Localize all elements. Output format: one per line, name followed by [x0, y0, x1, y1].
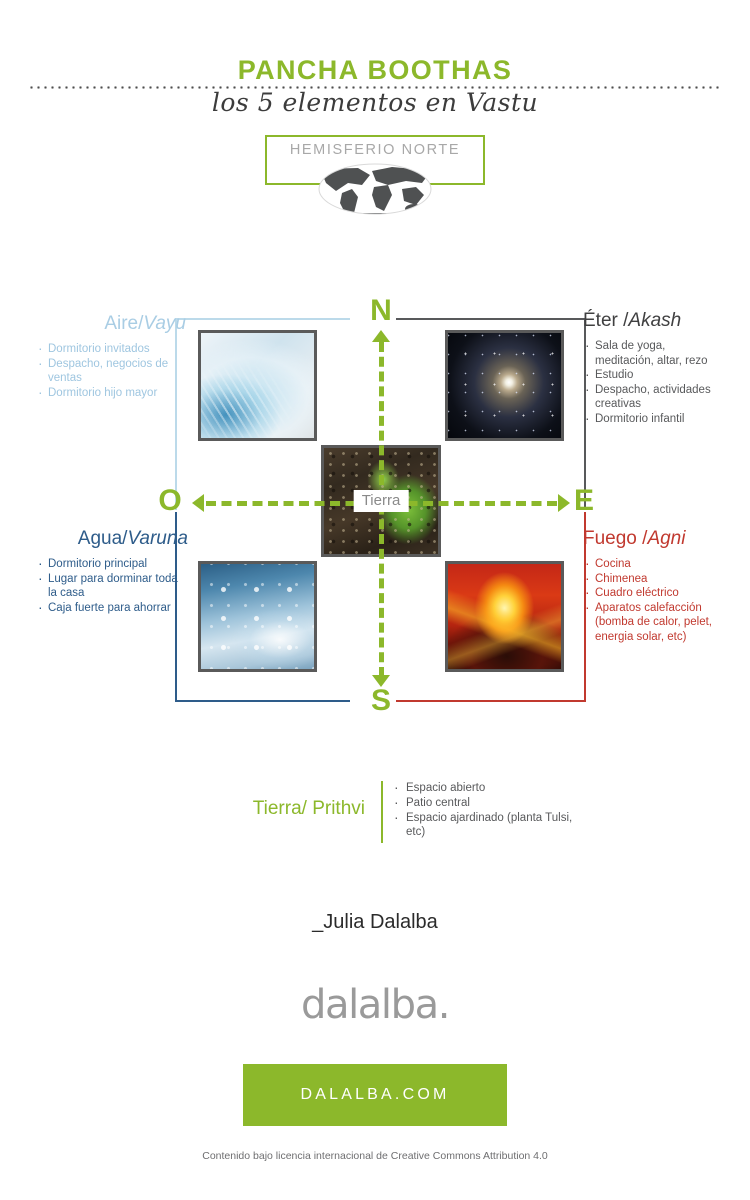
page-subtitle: los 5 elementos en Vastu [211, 88, 539, 117]
compass-axis-horizontal-west [206, 501, 371, 506]
website-button-label: DALALBA.COM [300, 1086, 450, 1103]
eter-title-main: Éter / [583, 310, 629, 331]
grid-cell-northwest-air [198, 330, 318, 442]
list-item: Dormitorio invitados [36, 341, 186, 357]
element-list-tierra: Espacio abierto Patio central Espacio aj… [392, 780, 592, 841]
element-list-fuego: Cocina Chimenea Cuadro eléctrico Aparato… [583, 556, 725, 645]
agua-title-main: Agua/ [77, 528, 128, 549]
water-image [201, 563, 315, 669]
fuego-bracket-bottom [396, 700, 586, 702]
compass-label-east: E [573, 484, 594, 517]
aire-bracket-side [175, 318, 177, 510]
list-item: Cocina [583, 556, 725, 572]
compass-arrow-north [372, 330, 390, 342]
element-title-fuego: Fuego /Agni [583, 528, 725, 550]
list-item: Sala de yoga, meditación, altar, rezo [583, 338, 723, 368]
compass-arrow-east [558, 494, 570, 512]
list-item: Cuadro eléctrico [583, 585, 725, 601]
list-item: Lugar para dorminar toda la casa [36, 571, 188, 601]
list-item: Despacho, negocios de ventas [36, 356, 186, 386]
compass-label-south: S [370, 684, 391, 717]
compass-label-north: N [370, 294, 392, 327]
page-title: PANCHA BOOTHAS [237, 55, 513, 85]
brand-logo: dalalba. [300, 982, 450, 1028]
feather-image [201, 333, 315, 439]
element-list-agua: Dormitorio principal Lugar para dorminar… [36, 556, 188, 616]
volcano-image [447, 563, 561, 669]
license-text: Contenido bajo licencia internacional de… [202, 1150, 548, 1162]
grid-cell-southeast-fire [444, 560, 564, 672]
compass-arrow-west [192, 494, 204, 512]
grid-cell-southwest-water [198, 560, 318, 672]
element-title-agua: Agua/Varuna [36, 528, 188, 550]
element-block-eter: Éter /Akash Sala de yoga, meditación, al… [583, 310, 723, 427]
agua-bracket-bottom [175, 700, 350, 702]
element-title-aire: Aire/Vayu [36, 313, 186, 335]
compass-axis-horizontal-east [392, 501, 557, 506]
element-list-aire: Dormitorio invitados Despacho, negocios … [36, 341, 186, 401]
grid-center-label: Tierra [353, 490, 409, 512]
list-item: Dormitorio principal [36, 556, 188, 572]
list-item: Espacio ajardinado (planta Tulsi, etc) [392, 810, 592, 841]
list-item: Dormitorio hijo mayor [36, 385, 186, 401]
grid-cell-east [444, 445, 564, 557]
fuego-title-italic: Agni [647, 528, 686, 549]
compass-arrow-south [372, 675, 390, 687]
list-item: Patio central [392, 795, 592, 811]
aire-title-italic: Vayu [143, 313, 186, 334]
element-list-eter: Sala de yoga, meditación, altar, rezo Es… [583, 338, 723, 427]
tierra-divider [381, 781, 383, 843]
list-item: Caja fuerte para ahorrar [36, 600, 188, 616]
grid-cell-northeast-ether [444, 330, 564, 442]
grid-cell-west [198, 445, 318, 557]
list-item: Chimenea [583, 571, 725, 587]
element-block-aire: Aire/Vayu Dormitorio invitados Despacho,… [36, 313, 186, 400]
aire-bracket-top [175, 318, 350, 320]
eter-title-italic: Akash [628, 310, 682, 331]
list-item: Estudio [583, 367, 723, 383]
element-title-tierra: Tierra/ Prithvi [252, 798, 365, 819]
list-item: Aparatos calefacción (bomba de calor, pe… [583, 600, 725, 645]
list-item: Despacho, actividades creativas [583, 382, 723, 412]
compass-label-west: O [158, 484, 182, 517]
element-block-fuego: Fuego /Agni Cocina Chimenea Cuadro eléct… [583, 528, 725, 645]
element-block-agua: Agua/Varuna Dormitorio principal Lugar p… [36, 528, 188, 615]
globe-icon [318, 163, 432, 221]
dotted-divider [28, 86, 722, 89]
aire-title-main: Aire/ [104, 313, 144, 334]
element-title-eter: Éter /Akash [583, 310, 723, 332]
fuego-title-main: Fuego / [583, 528, 648, 549]
website-button[interactable]: DALALBA.COM [243, 1064, 507, 1126]
author-name: _Julia Dalalba [312, 911, 438, 933]
hemisphere-label: HEMISFERIO NORTE [289, 142, 461, 158]
list-item: Espacio abierto [392, 780, 592, 796]
list-item: Dormitorio infantil [583, 411, 723, 427]
eter-bracket-top [396, 318, 586, 320]
agua-title-italic: Varuna [127, 528, 188, 549]
galaxy-image [447, 333, 561, 439]
